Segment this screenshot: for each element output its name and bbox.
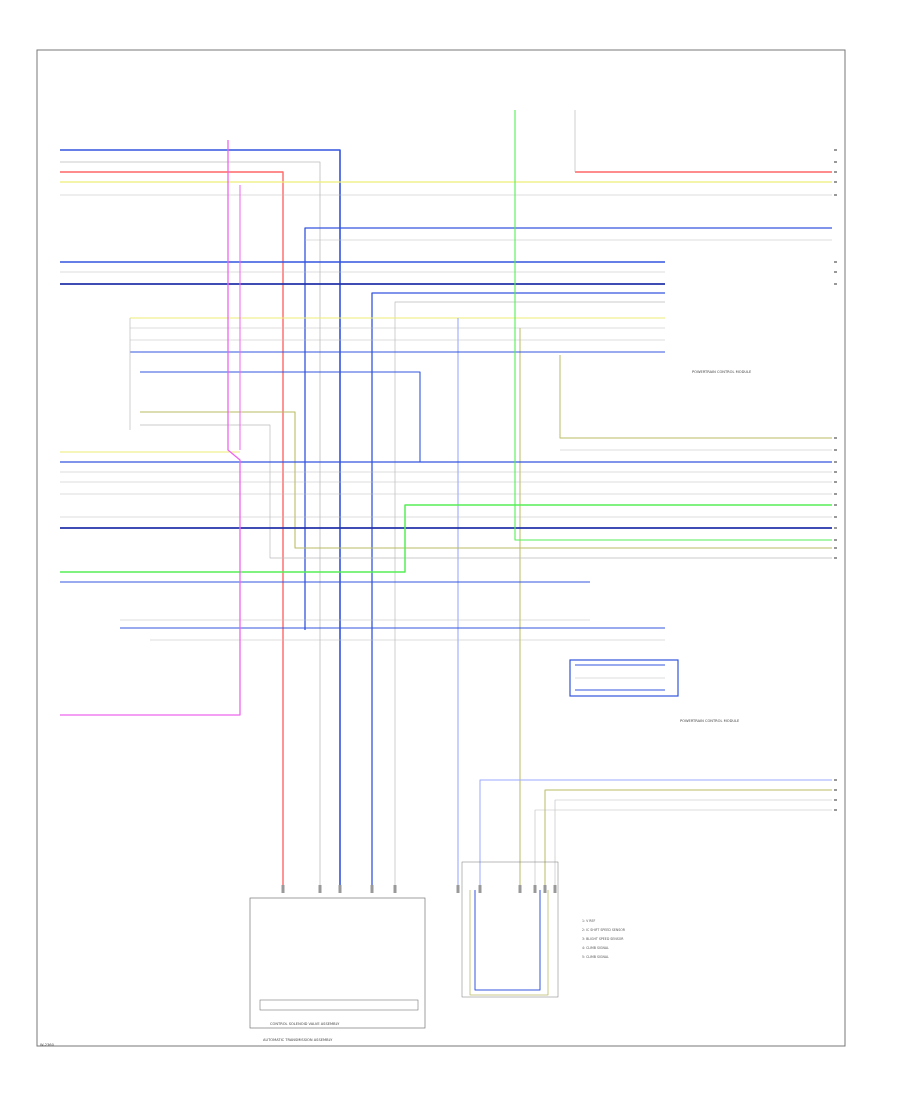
edge-pin-14 xyxy=(834,493,837,495)
edge-pin-23 xyxy=(834,799,837,801)
edge-pin-8 xyxy=(834,283,837,285)
wire-group xyxy=(60,110,832,996)
legend-item-3: 3: BLIGHT SPEED SENSOR xyxy=(582,937,624,941)
wire-blue-7 xyxy=(140,371,832,463)
terminal-pin-3 xyxy=(338,885,342,893)
edge-pin-4 xyxy=(834,181,837,183)
wire-green-1 xyxy=(60,504,832,573)
edge-pin-2 xyxy=(834,161,837,163)
edge-pin-15 xyxy=(834,504,837,506)
wire-top-gray xyxy=(60,161,321,890)
legend-item-1: 1: V REF xyxy=(582,919,596,923)
wire-olive-4 xyxy=(544,789,832,890)
wire-blue-2 xyxy=(304,227,832,630)
terminal-pin-4 xyxy=(370,885,374,893)
edge-pin-7 xyxy=(834,271,837,273)
component-label-pcm-left: POWERTRAIN CONTROL MODULE xyxy=(680,719,740,723)
legend-item-5: 5: CLIMB SIGNAL xyxy=(582,955,609,959)
edge-pin-10 xyxy=(834,449,837,451)
wire-pink-1 xyxy=(60,140,241,716)
terminal-pin-11 xyxy=(553,885,557,893)
terminal-pin-5 xyxy=(393,885,397,893)
wire-blue-14 xyxy=(474,890,541,991)
wire-olive-2 xyxy=(140,411,832,549)
edge-pin-5 xyxy=(834,194,837,196)
transmission-assembly-box xyxy=(249,897,426,1029)
wire-green-2 xyxy=(514,110,832,541)
label-tick-group xyxy=(281,149,837,893)
edge-pin-18 xyxy=(834,539,837,541)
wire-gray-8 xyxy=(140,424,832,559)
terminal-pin-9 xyxy=(533,885,537,893)
solenoid-valve-box xyxy=(259,999,419,1011)
terminal-pin-10 xyxy=(543,885,547,893)
component-label-solenoid: CONTROL SOLENOID VALVE ASSEMBLY xyxy=(270,1022,340,1026)
speed-sensor-box xyxy=(461,861,559,998)
component-label-transmission: AUTOMATIC TRANSMISSION ASSEMBLY xyxy=(263,1038,333,1042)
terminal-pin-2 xyxy=(318,885,322,893)
wire-olive-5 xyxy=(469,890,549,996)
component-label-pcm-right: POWERTRAIN CONTROL MODULE xyxy=(692,370,752,374)
wire-top-red xyxy=(60,171,284,890)
edge-pin-16 xyxy=(834,516,837,518)
wire-lightblue-2 xyxy=(479,779,832,890)
edge-pin-20 xyxy=(834,557,837,559)
edge-pin-6 xyxy=(834,261,837,263)
terminal-pin-1 xyxy=(281,885,285,893)
wire-gray-17 xyxy=(554,799,832,890)
edge-pin-21 xyxy=(834,779,837,781)
terminal-pin-7 xyxy=(478,885,482,893)
wire-gray-18 xyxy=(534,809,832,890)
edge-pin-11 xyxy=(834,461,837,463)
pcm-right-connector-box xyxy=(569,659,679,697)
diagram-frame xyxy=(36,49,846,1047)
edge-pin-22 xyxy=(834,789,837,791)
wire-gray-5 xyxy=(394,301,665,890)
wire-top-blue xyxy=(60,149,341,890)
edge-pin-19 xyxy=(834,547,837,549)
edge-pin-3 xyxy=(834,171,837,173)
terminal-pin-8 xyxy=(518,885,522,893)
edge-pin-13 xyxy=(834,481,837,483)
terminal-pin-6 xyxy=(456,885,460,893)
legend-item-4: 4: CLIMB SIGNAL xyxy=(582,946,609,950)
edge-pin-17 xyxy=(834,527,837,529)
wire-blue-5 xyxy=(371,292,665,890)
page-code: W-2360 xyxy=(40,1043,55,1047)
wire-olive-3 xyxy=(559,355,832,439)
edge-pin-1 xyxy=(834,149,837,151)
edge-pin-24 xyxy=(834,809,837,811)
edge-pin-12 xyxy=(834,471,837,473)
legend-item-2: 2: IC SHIFT SPEED SENSOR xyxy=(582,928,626,932)
edge-pin-9 xyxy=(834,437,837,439)
